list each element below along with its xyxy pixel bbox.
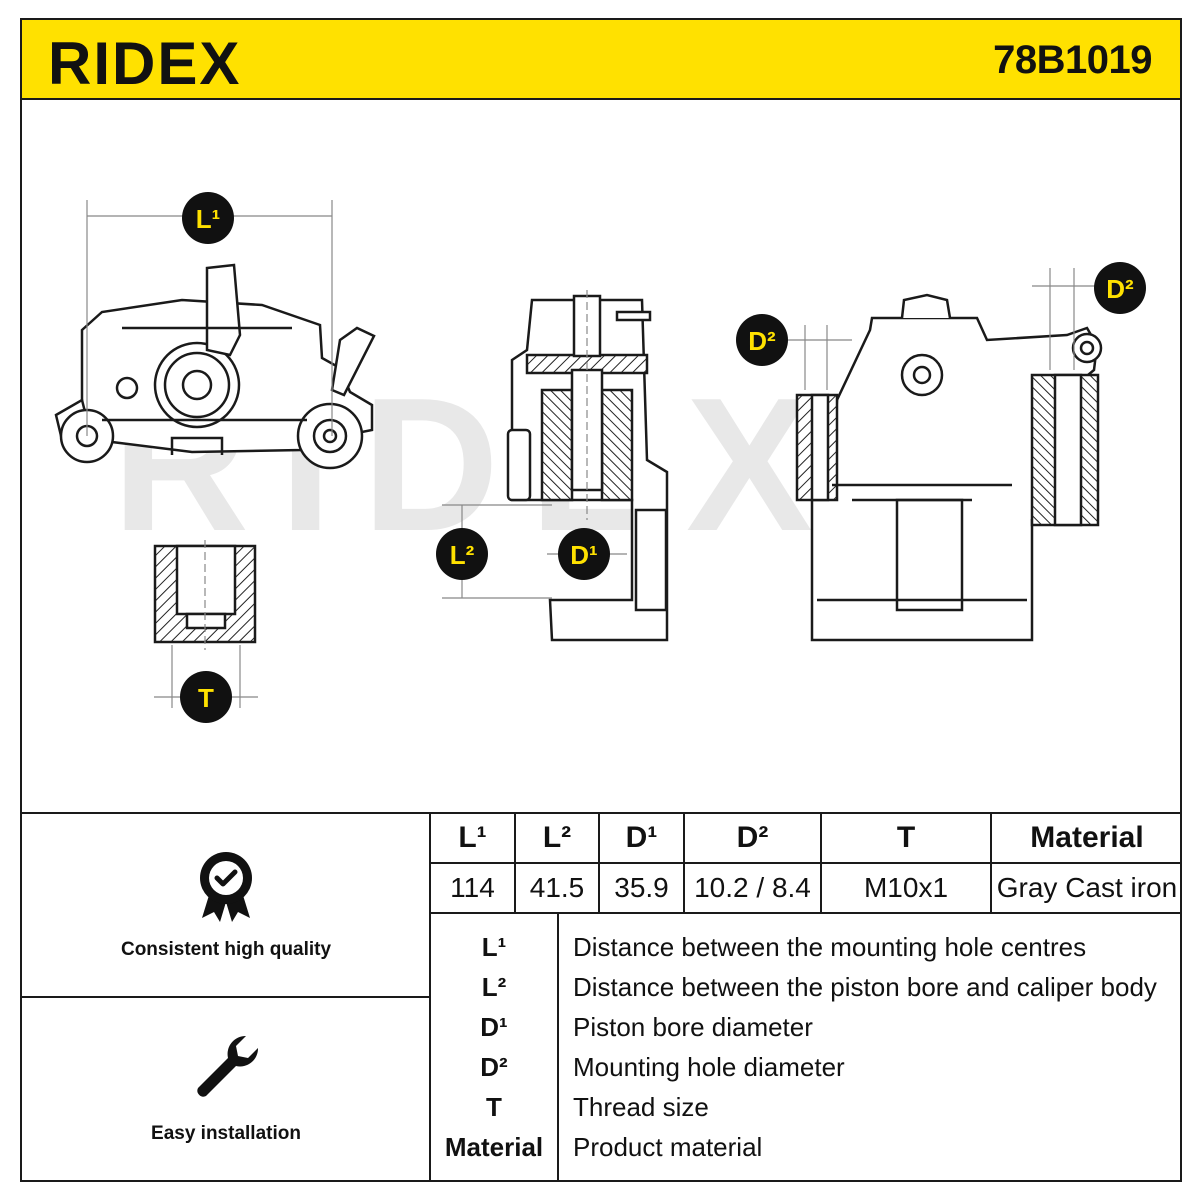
svg-text:T: T: [198, 683, 214, 713]
caliper-side-view: [795, 293, 1103, 642]
specs-col-rule-3: [683, 812, 685, 912]
callout-d2-left: D²: [736, 314, 788, 366]
svg-text:D²: D²: [1106, 274, 1134, 304]
svg-text:RIDEX: RIDEX: [48, 32, 241, 92]
legend-col-rule: [557, 912, 559, 1182]
legend-key-material: Material: [444, 1131, 544, 1162]
features-divider: [20, 996, 430, 998]
spec-header-l2: L²: [542, 821, 572, 854]
spec-value-l1: 114: [450, 872, 495, 903]
specs-col-rule-1: [514, 812, 516, 912]
spec-value-d1: 35.9: [614, 872, 669, 903]
legend-key-d1: D¹: [480, 1011, 508, 1042]
spec-header-d2: D²: [736, 821, 769, 854]
legend-text-d2: Mounting hole diameter: [573, 1051, 845, 1082]
legend-key-d2: D²: [480, 1051, 508, 1082]
legend-text-l1: Distance between the mounting hole centr…: [573, 931, 1087, 962]
specs-header-rule: [430, 862, 1182, 864]
callout-l1: L¹: [182, 192, 234, 244]
svg-text:D²: D²: [748, 326, 776, 356]
spec-value-l2: 41.5: [529, 872, 585, 903]
specs-col-rule-4: [820, 812, 822, 912]
spec-value-material: Gray Cast iron: [996, 872, 1178, 903]
features-right-rule: [429, 812, 431, 1182]
legend-text-t: Thread size: [573, 1091, 709, 1122]
callout-d1: D¹: [558, 528, 610, 580]
wrench-icon: [197, 1035, 259, 1097]
feature-label-installation: Easy installation: [151, 1123, 301, 1144]
feature-label-quality: Consistent high quality: [120, 939, 332, 960]
legend-text-d1: Piston bore diameter: [573, 1011, 813, 1042]
table-top-rule: [20, 812, 1182, 814]
svg-text:L²: L²: [450, 540, 475, 570]
spec-header-material: Material: [1030, 821, 1144, 854]
dimensions-d2: [782, 268, 1097, 390]
caliper-section-view: [506, 290, 669, 642]
specs-col-rule-2: [598, 812, 600, 912]
spec-value-d2: 10.2 / 8.4: [694, 872, 811, 903]
legend-key-t: T: [486, 1091, 502, 1122]
spec-header-d1: D¹: [625, 821, 658, 854]
callout-d2-right: D²: [1094, 262, 1146, 314]
part-number: 78B1019: [993, 38, 1152, 82]
thread-section: [153, 540, 258, 708]
legend-key-l2: L²: [481, 971, 507, 1002]
ridex-logo: RIDEX: [48, 32, 241, 92]
legend-key-l1: L¹: [481, 931, 507, 962]
callout-t: T: [180, 671, 232, 723]
legend-text-l2: Distance between the piston bore and cal…: [573, 971, 1157, 1002]
quality-badge-icon: [200, 852, 252, 922]
specs-col-rule-5: [990, 812, 992, 912]
svg-text:L¹: L¹: [196, 204, 221, 234]
spec-value-t: M10x1: [863, 872, 949, 903]
specs-bottom-rule: [430, 912, 1182, 914]
header-bar: RIDEX 78B1019: [20, 18, 1182, 100]
legend-text-material: Product material: [573, 1131, 763, 1162]
spec-header-l1: L¹: [458, 821, 487, 854]
callout-l2: L²: [436, 528, 488, 580]
svg-text:D¹: D¹: [570, 540, 597, 570]
spec-header-t: T: [896, 821, 916, 854]
technical-drawing: RIDEX: [54, 192, 1146, 723]
caliper-front-view: [54, 263, 376, 470]
